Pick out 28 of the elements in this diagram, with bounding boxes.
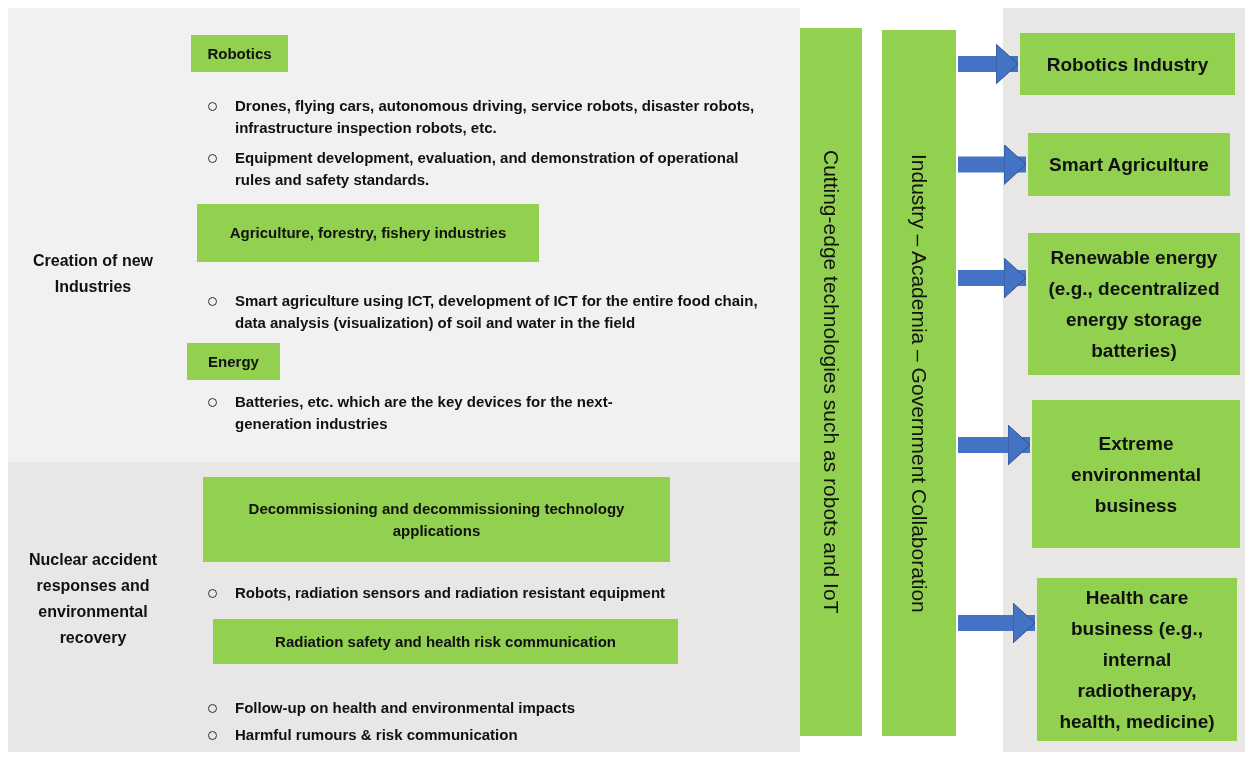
- bullet-item: Harmful rumours & risk communication: [205, 724, 665, 746]
- block-arrow: [958, 424, 1031, 466]
- block-arrow: [958, 144, 1027, 185]
- topic-box: Energy: [187, 343, 280, 380]
- outcome-box: Smart Agriculture: [1028, 133, 1230, 196]
- bullet-item: Drones, flying cars, autonomous driving, service robots, disaster robots, infrastructure inspection robots, etc.: [205, 95, 765, 139]
- topic-box: Radiation safety and health risk communication: [213, 619, 678, 664]
- vertical-bar: Industry – Academia – Government Collaboration: [882, 30, 956, 736]
- section-heading: Nuclear accident responses and environmental recovery: [27, 550, 159, 648]
- bullet-item: Robots, radiation sensors and radiation resistant equipment: [205, 582, 785, 604]
- block-arrow: [958, 602, 1036, 644]
- vertical-bar: Cutting-edge technologies such as robots and IoT: [800, 28, 862, 736]
- topic-box: Agriculture, forestry, fishery industries: [197, 204, 539, 262]
- topic-box: Robotics: [191, 35, 288, 72]
- bullet-item: Batteries, etc. which are the key devices for the next-generation industries: [205, 391, 665, 435]
- bullet-item: Follow-up on health and environmental impacts: [205, 697, 665, 719]
- outcome-box: Extreme environmental business: [1032, 400, 1240, 548]
- outcome-box: Renewable energy (e.g., decentralized energy storage batteries): [1028, 233, 1240, 375]
- section-panel: [8, 462, 800, 752]
- block-arrow: [958, 43, 1019, 85]
- block-arrow: [958, 257, 1027, 299]
- bullet-item: Smart agriculture using ICT, development of ICT for the entire food chain, data analysis (visualization) of soil and water in the field: [205, 290, 785, 334]
- outcome-box: Health care business (e.g., internal radiotherapy, health, medicine): [1037, 578, 1237, 741]
- bullet-item: Equipment development, evaluation, and demonstration of operational rules and safety standards.: [205, 147, 765, 191]
- section-panel: [8, 8, 800, 462]
- outcome-box: Robotics Industry: [1020, 33, 1235, 95]
- topic-box: Decommissioning and decommissioning technology applications: [203, 477, 670, 562]
- section-heading: Creation of new Industries: [32, 251, 154, 297]
